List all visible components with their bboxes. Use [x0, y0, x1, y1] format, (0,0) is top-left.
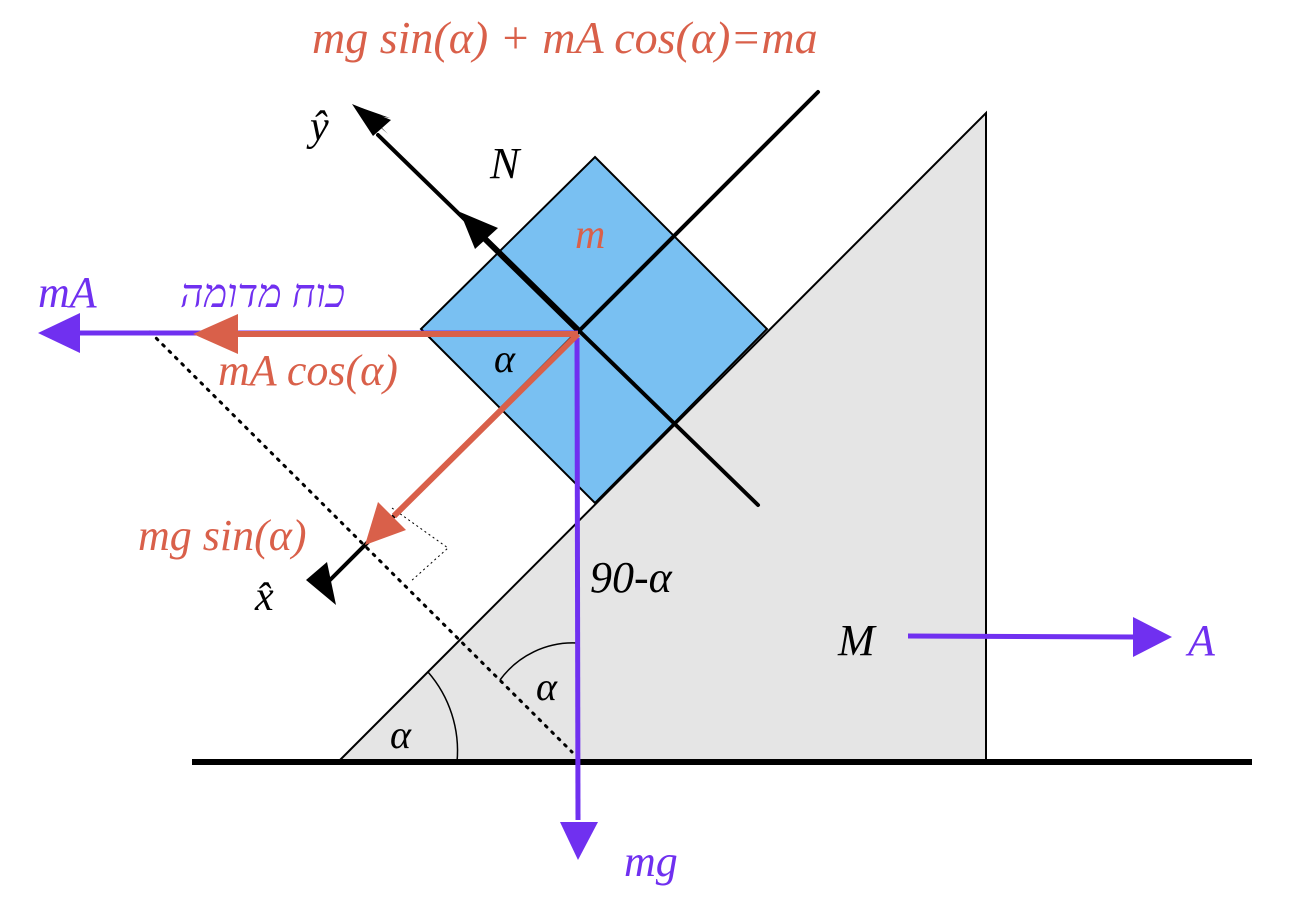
- block-mass-label: m: [575, 212, 605, 258]
- x-axis-label: x̂: [254, 574, 274, 620]
- equation-label: mg sin(α) + mA cos(α)=ma: [312, 12, 818, 63]
- pseudo-force-hebrew-label: כוח מדומה: [180, 271, 345, 316]
- normal-force-arrow: [477, 231, 581, 333]
- wedge-mass-label: M: [837, 616, 877, 665]
- wedge-acceleration-arrowhead: [1133, 617, 1172, 657]
- x-axis-arrowhead: [306, 562, 336, 605]
- gravity-component-arrow: [391, 331, 581, 519]
- pseudo-component-arrowhead: [193, 314, 238, 354]
- y-axis-label: ŷ: [306, 104, 329, 150]
- y-axis-arrowhead-fill: [352, 104, 391, 136]
- block-angle-label: α: [494, 336, 516, 381]
- wedge-accel-label: A: [1185, 616, 1216, 665]
- normal-force-label: N: [489, 139, 522, 188]
- gravity-component-arrowhead: [365, 502, 406, 545]
- wedge-acceleration-arrow: [907, 633, 1136, 640]
- pseudo-force-left-label: mA: [38, 268, 98, 317]
- pseudo-force-arrowhead: [38, 313, 80, 353]
- block: [419, 155, 769, 505]
- base-angle-arc: [427, 671, 459, 763]
- pseudo-component-label: mA cos(α): [218, 346, 398, 395]
- angle-complement-label: 90-α: [590, 553, 673, 602]
- inner-angle-arc: [499, 642, 578, 681]
- inner-angle-label: α: [536, 664, 558, 709]
- base-angle-label: α: [390, 712, 412, 757]
- right-angle-marker: [391, 507, 449, 583]
- gravity-label: mg: [624, 837, 678, 886]
- wedge: [337, 110, 987, 761]
- normal-force-arrowhead: [460, 212, 498, 249]
- gravity-component-label: mg sin(α): [138, 511, 307, 560]
- gravity-arrow: [574, 337, 581, 821]
- gravity-arrowhead: [560, 822, 598, 860]
- dotted-line-diagonal: [148, 330, 574, 754]
